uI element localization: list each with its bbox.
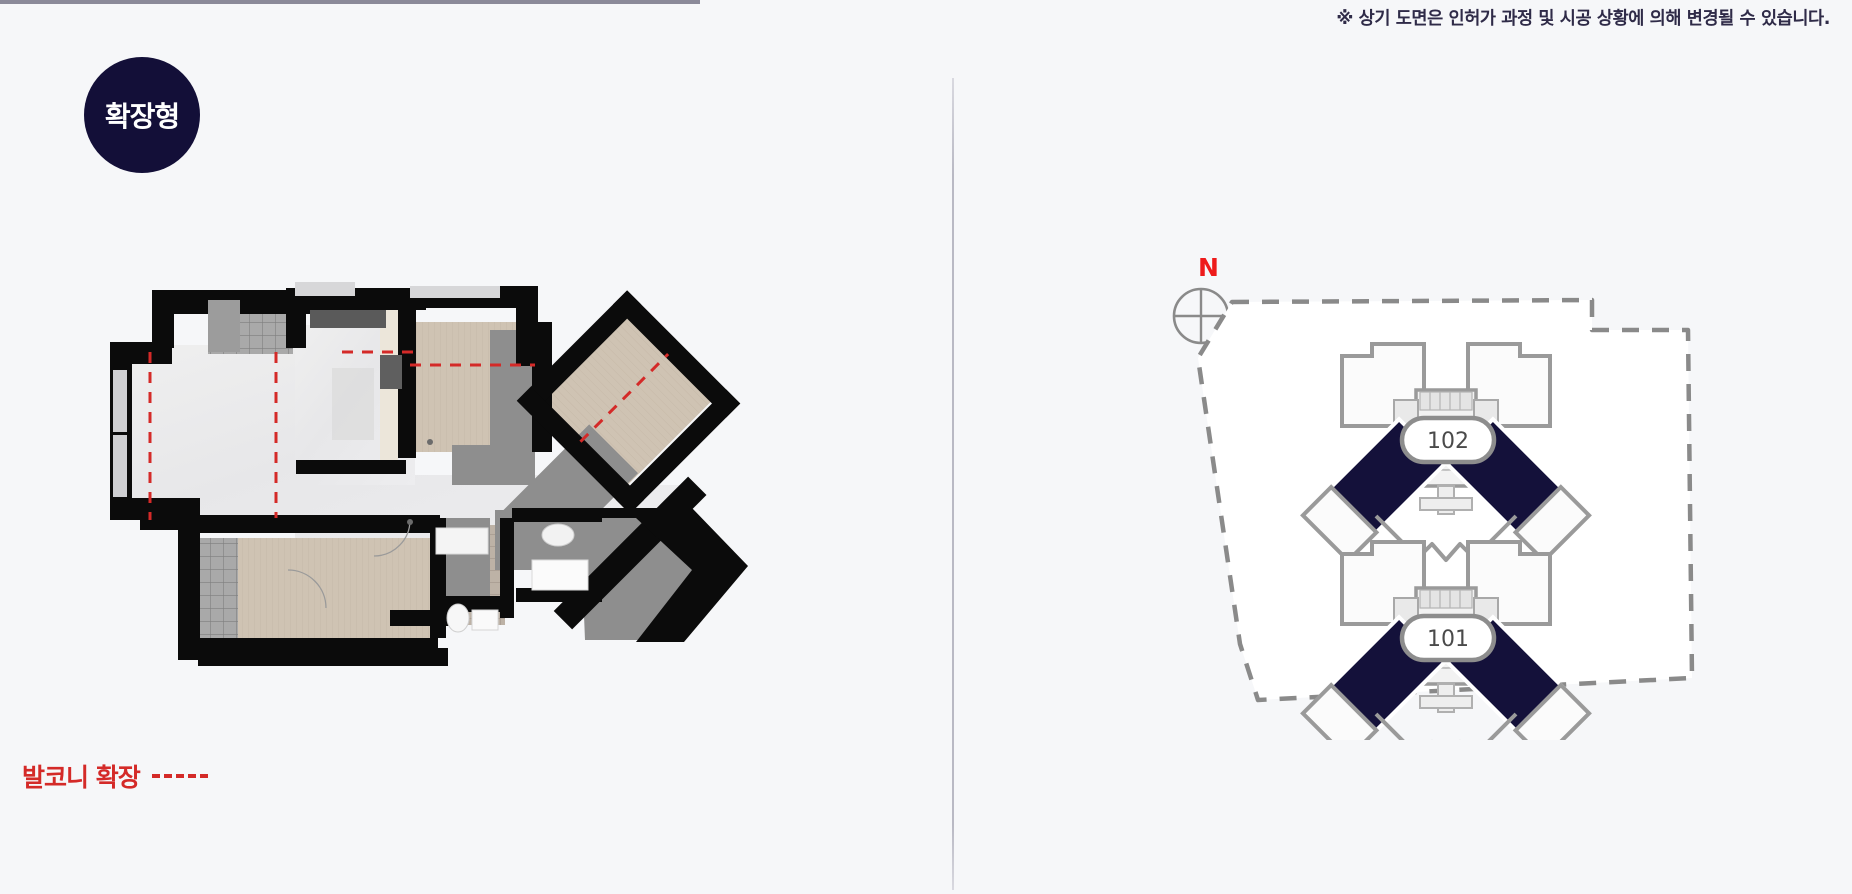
building-label-102: 102 [1399, 415, 1497, 465]
compass-north-label: N [1198, 253, 1219, 282]
site-plan: 102 [1140, 200, 1760, 740]
balcony-expansion-legend-label: 발코니 확장 [22, 763, 141, 792]
balcony-expansion-legend-dash [151, 774, 208, 778]
building-label-102-text: 102 [1427, 429, 1469, 454]
north-compass: N [1170, 255, 1250, 345]
floor-plan [80, 270, 780, 690]
building-label-101: 101 [1399, 613, 1497, 663]
expansion-type-badge: 확장형 [84, 57, 200, 173]
building-label-101-text: 101 [1427, 627, 1469, 652]
top-rule-divider [0, 0, 700, 4]
balcony-expansion-legend: 발코니 확장 [22, 758, 208, 794]
compass-ring-icon [1172, 287, 1230, 345]
expansion-type-badge-label: 확장형 [104, 100, 180, 133]
disclaimer-note: ※ 상기 도면은 인허가 과정 및 시공 상황에 의해 변경될 수 있습니다. [1336, 9, 1830, 29]
vertical-divider [952, 78, 954, 890]
